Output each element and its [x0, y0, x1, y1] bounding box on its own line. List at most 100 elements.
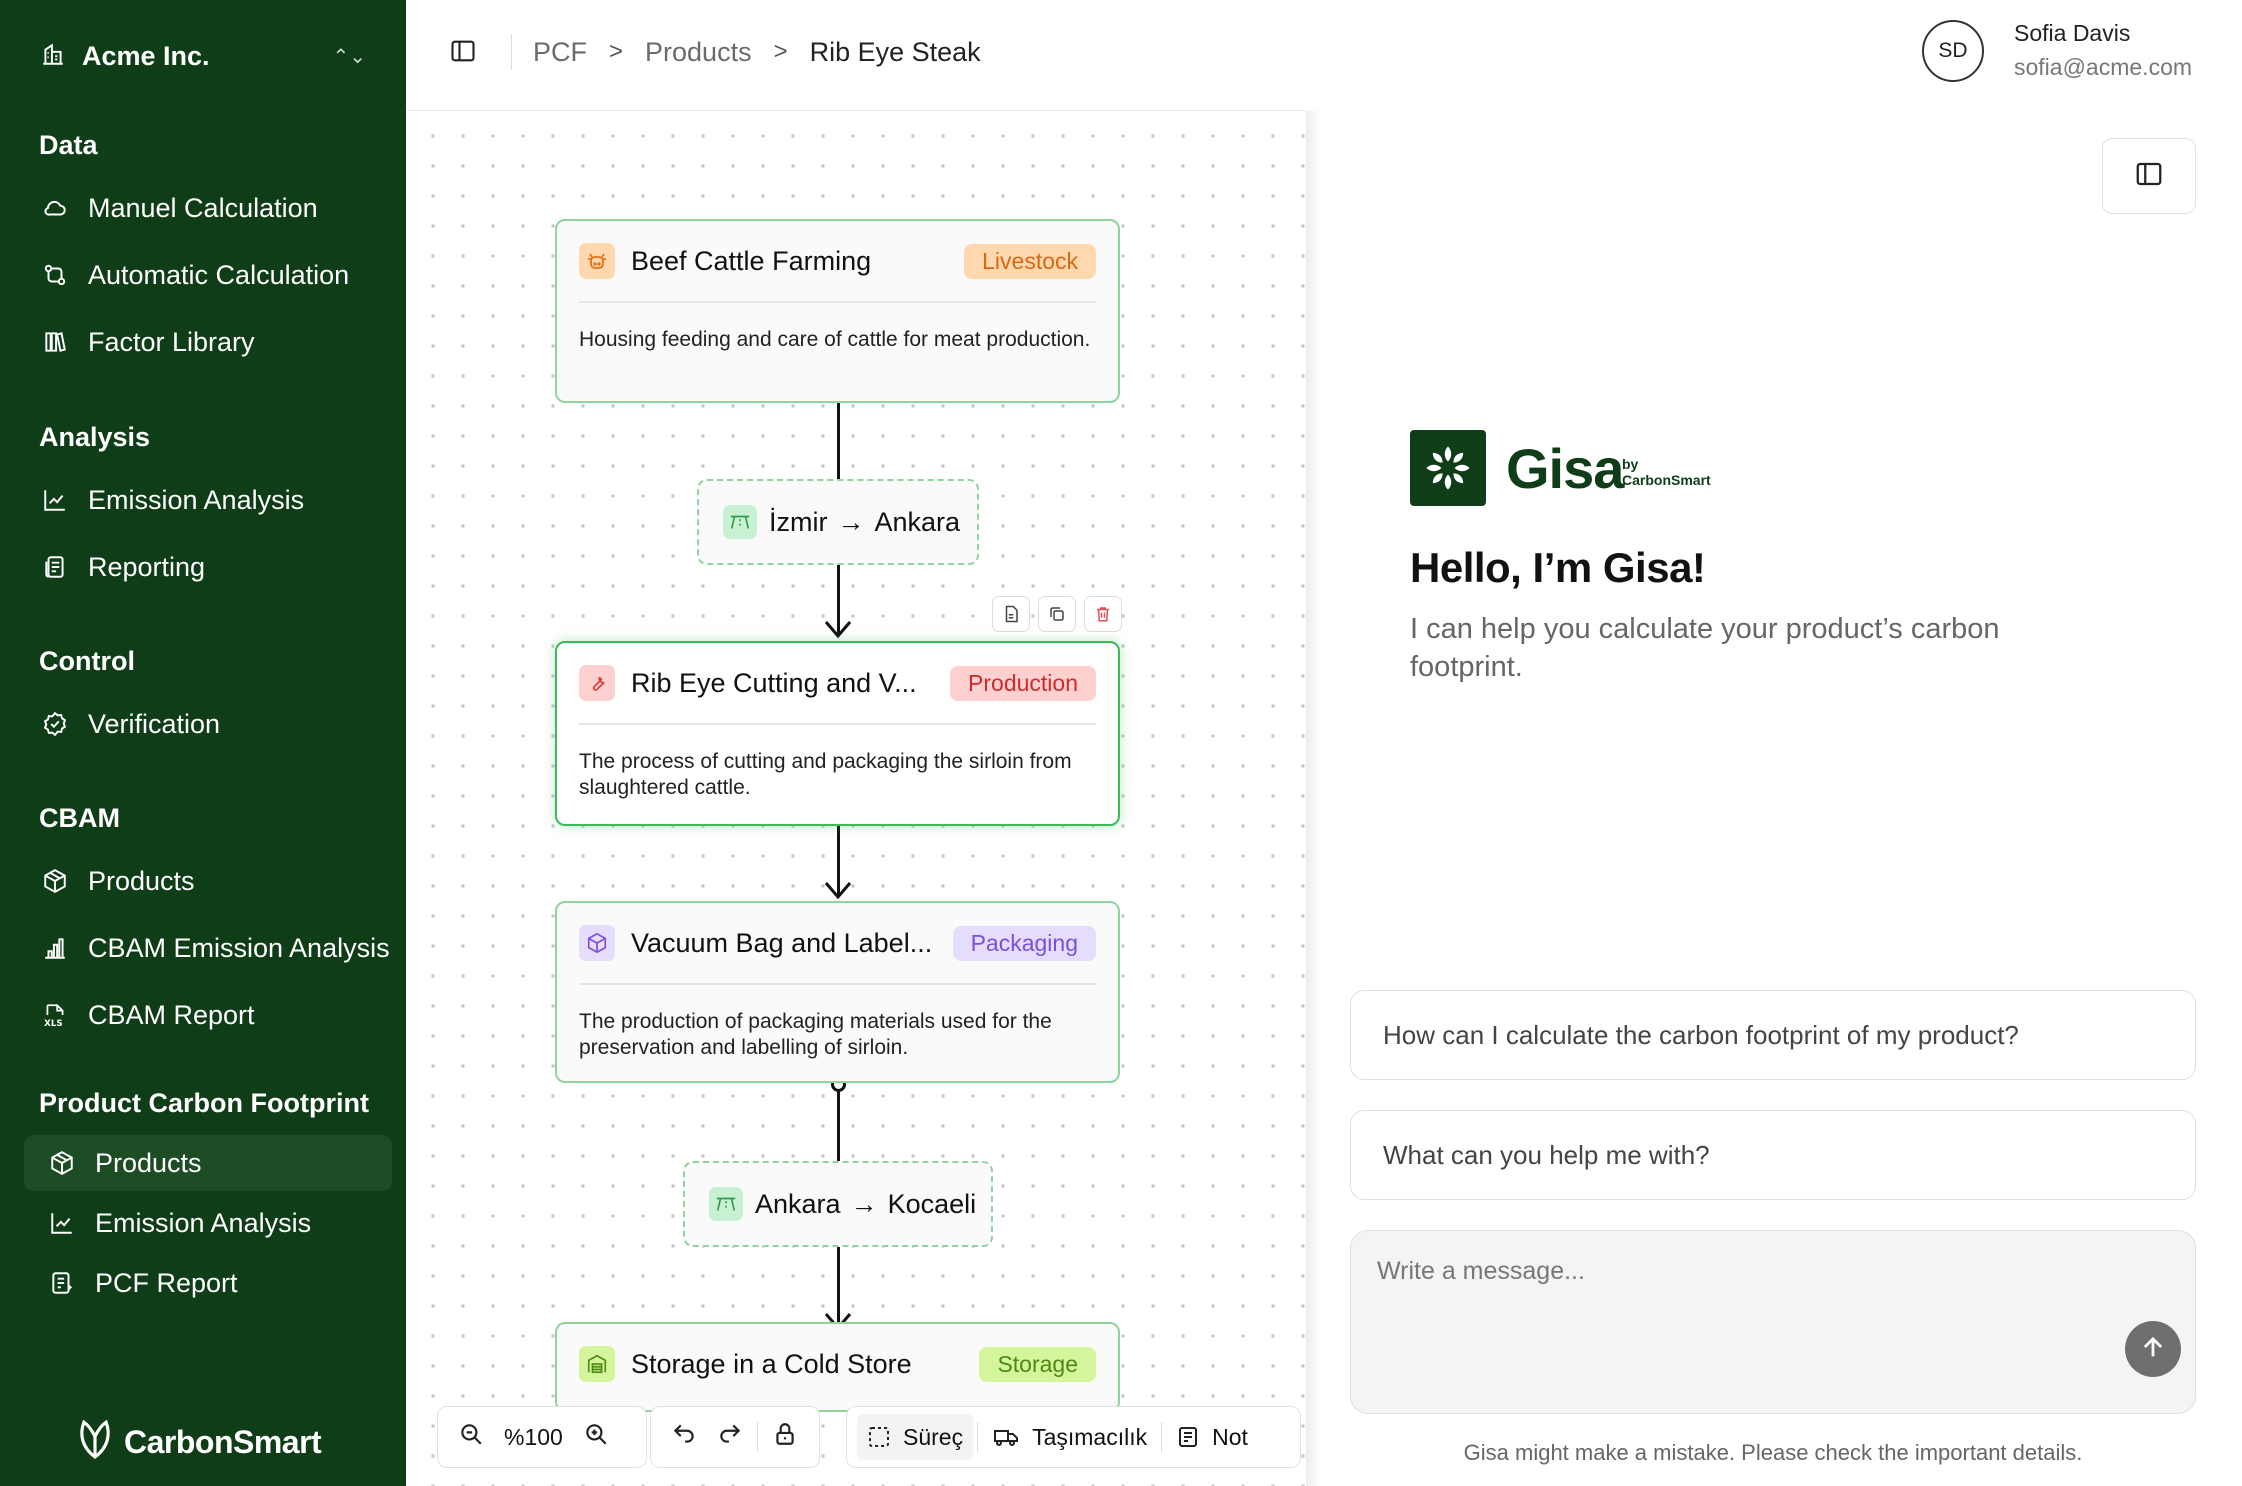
process-node-rib-eye-cutting[interactable]: Rib Eye Cutting and V... Production The … — [555, 641, 1120, 826]
node-title: Vacuum Bag and Label... — [631, 927, 933, 958]
org-switcher[interactable]: Acme Inc. ⌃⌄ — [40, 36, 366, 76]
wrench-icon — [579, 665, 615, 701]
copy-icon[interactable] — [1038, 596, 1076, 632]
sidebar-item-label: Factor Library — [88, 326, 255, 357]
report-icon — [40, 552, 70, 582]
sidebar-item-pcf-report[interactable]: PCF Report — [24, 1255, 392, 1311]
add-node-controls: Süreç Taşımacılık Not — [846, 1406, 1301, 1468]
history-controls — [650, 1406, 820, 1468]
line-chart-icon — [47, 1208, 77, 1238]
sidebar-item-emission-analysis[interactable]: Emission Analysis — [24, 472, 392, 528]
zoom-out-button[interactable] — [448, 1414, 494, 1460]
sidebar-item-label: Products — [88, 865, 195, 896]
file-text-icon — [47, 1268, 77, 1298]
sidebar-item-cbam-emission-analysis[interactable]: CBAM Emission Analysis — [24, 920, 392, 976]
node-title: Rib Eye Cutting and V... — [631, 667, 917, 698]
sidebar-item-label: Verification — [88, 708, 221, 739]
note-icon — [1176, 1425, 1200, 1449]
svg-text:XLS: XLS — [44, 1019, 62, 1028]
zoom-in-button[interactable] — [573, 1414, 619, 1460]
section-data: Data — [39, 130, 98, 160]
arrow-up-icon — [2139, 1333, 2167, 1366]
transport-to: Kocaeli — [887, 1188, 977, 1219]
sidebar-item-reporting[interactable]: Reporting — [24, 539, 392, 595]
sidebar-toggle-button[interactable] — [446, 36, 480, 70]
sidebar-item-automatic-calculation[interactable]: Automatic Calculation — [24, 247, 392, 303]
chevron-updown-icon: ⌃⌄ — [332, 45, 366, 68]
sidebar-item-label: Reporting — [88, 551, 206, 582]
lock-button[interactable] — [762, 1414, 808, 1460]
undo-button[interactable] — [661, 1414, 707, 1460]
sidebar-item-label: CBAM Emission Analysis — [88, 932, 390, 963]
sidebar-item-factor-library[interactable]: Factor Library — [24, 314, 392, 370]
lock-icon — [772, 1421, 798, 1453]
process-node-cold-storage[interactable]: Storage in a Cold Store Storage — [555, 1322, 1120, 1412]
transport-from: Ankara — [755, 1188, 841, 1219]
sidebar-item-label: CBAM Report — [88, 999, 255, 1030]
truck-icon — [992, 1425, 1020, 1449]
arrowhead-icon — [824, 621, 852, 639]
road-icon — [723, 505, 757, 539]
carbonsmart-logo: CarbonSmart — [76, 1415, 322, 1469]
gisa-brand: Gisa — [1506, 437, 1624, 500]
zoom-in-icon — [583, 1421, 609, 1453]
sidebar-item-cbam-report[interactable]: XLS CBAM Report — [24, 987, 392, 1043]
breadcrumb-products[interactable]: Products — [645, 36, 752, 67]
zoom-level: %100 — [504, 1423, 563, 1450]
breadcrumb-current: Rib Eye Steak — [809, 36, 981, 67]
send-button[interactable] — [2125, 1321, 2181, 1377]
sidebar-item-label: Automatic Calculation — [88, 259, 350, 290]
node-description: The process of cutting and packaging the… — [579, 750, 1072, 799]
add-process-button[interactable]: Süreç — [857, 1414, 974, 1460]
arrowhead-icon — [824, 882, 852, 900]
file-icon[interactable] — [992, 596, 1030, 632]
node-divider — [579, 723, 1096, 725]
arrow-right-icon: → — [837, 506, 865, 537]
breadcrumb-pcf[interactable]: PCF — [533, 36, 587, 67]
trash-icon[interactable] — [1084, 596, 1122, 632]
cloud-icon — [40, 193, 70, 223]
redo-button[interactable] — [707, 1414, 753, 1460]
flow-edge — [837, 826, 840, 896]
transport-node-izmir-ankara[interactable]: İzmir → Ankara — [697, 479, 979, 565]
chat-panel-toggle-button[interactable] — [2102, 138, 2196, 214]
redo-icon — [717, 1421, 743, 1453]
sidebar-item-pcf-emission-analysis[interactable]: Emission Analysis — [24, 1195, 392, 1251]
transport-node-ankara-kocaeli[interactable]: Ankara → Kocaeli — [683, 1161, 993, 1247]
sidebar-item-cbam-products[interactable]: Products — [24, 853, 392, 909]
flow-edge — [837, 565, 840, 635]
badge-check-icon — [40, 709, 70, 739]
zoom-out-icon — [458, 1421, 484, 1453]
tag-production: Production — [950, 665, 1096, 701]
cow-icon — [579, 243, 615, 279]
suggestion-calculate-footprint[interactable]: How can I calculate the carbon footprint… — [1350, 990, 2196, 1080]
process-node-beef-cattle-farming[interactable]: Beef Cattle Farming Livestock Housing fe… — [555, 219, 1120, 403]
breadcrumb: PCF > Products > Rib Eye Steak — [533, 32, 981, 72]
tag-livestock: Livestock — [964, 243, 1096, 279]
toolbar-divider — [757, 1422, 758, 1452]
sidebar-item-label: Emission Analysis — [88, 484, 305, 515]
process-node-vacuum-bag[interactable]: Vacuum Bag and Label... Packaging The pr… — [555, 901, 1120, 1083]
zoom-controls: %100 — [437, 1406, 647, 1468]
box-icon — [579, 925, 615, 961]
sidebar-item-pcf-products[interactable]: Products — [24, 1135, 392, 1191]
sidebar-item-label: Emission Analysis — [95, 1207, 312, 1238]
chat-intro: I can help you calculate your product’s … — [1410, 613, 2000, 683]
message-input[interactable]: Write a message... — [1350, 1230, 2196, 1414]
add-note-button[interactable]: Not — [1166, 1414, 1258, 1460]
panel-left-icon — [449, 37, 477, 70]
sidebar-item-label: PCF Report — [95, 1267, 238, 1298]
sidebar-item-verification[interactable]: Verification — [24, 696, 392, 752]
node-description: Housing feeding and care of cattle for m… — [579, 328, 1091, 351]
header-divider — [406, 110, 1306, 111]
bar-chart-icon — [40, 933, 70, 963]
add-transport-button[interactable]: Taşımacılık — [982, 1414, 1157, 1460]
sidebar-item-manuel-calculation[interactable]: Manuel Calculation — [24, 180, 392, 236]
panel-shadow — [1306, 111, 1320, 1486]
tag-storage: Storage — [979, 1346, 1096, 1382]
package-icon — [40, 866, 70, 896]
node-title: Beef Cattle Farming — [631, 245, 872, 276]
flow-edge — [837, 1247, 840, 1327]
avatar[interactable]: SD — [1922, 20, 1984, 82]
suggestion-help[interactable]: What can you help me with? — [1350, 1110, 2196, 1200]
